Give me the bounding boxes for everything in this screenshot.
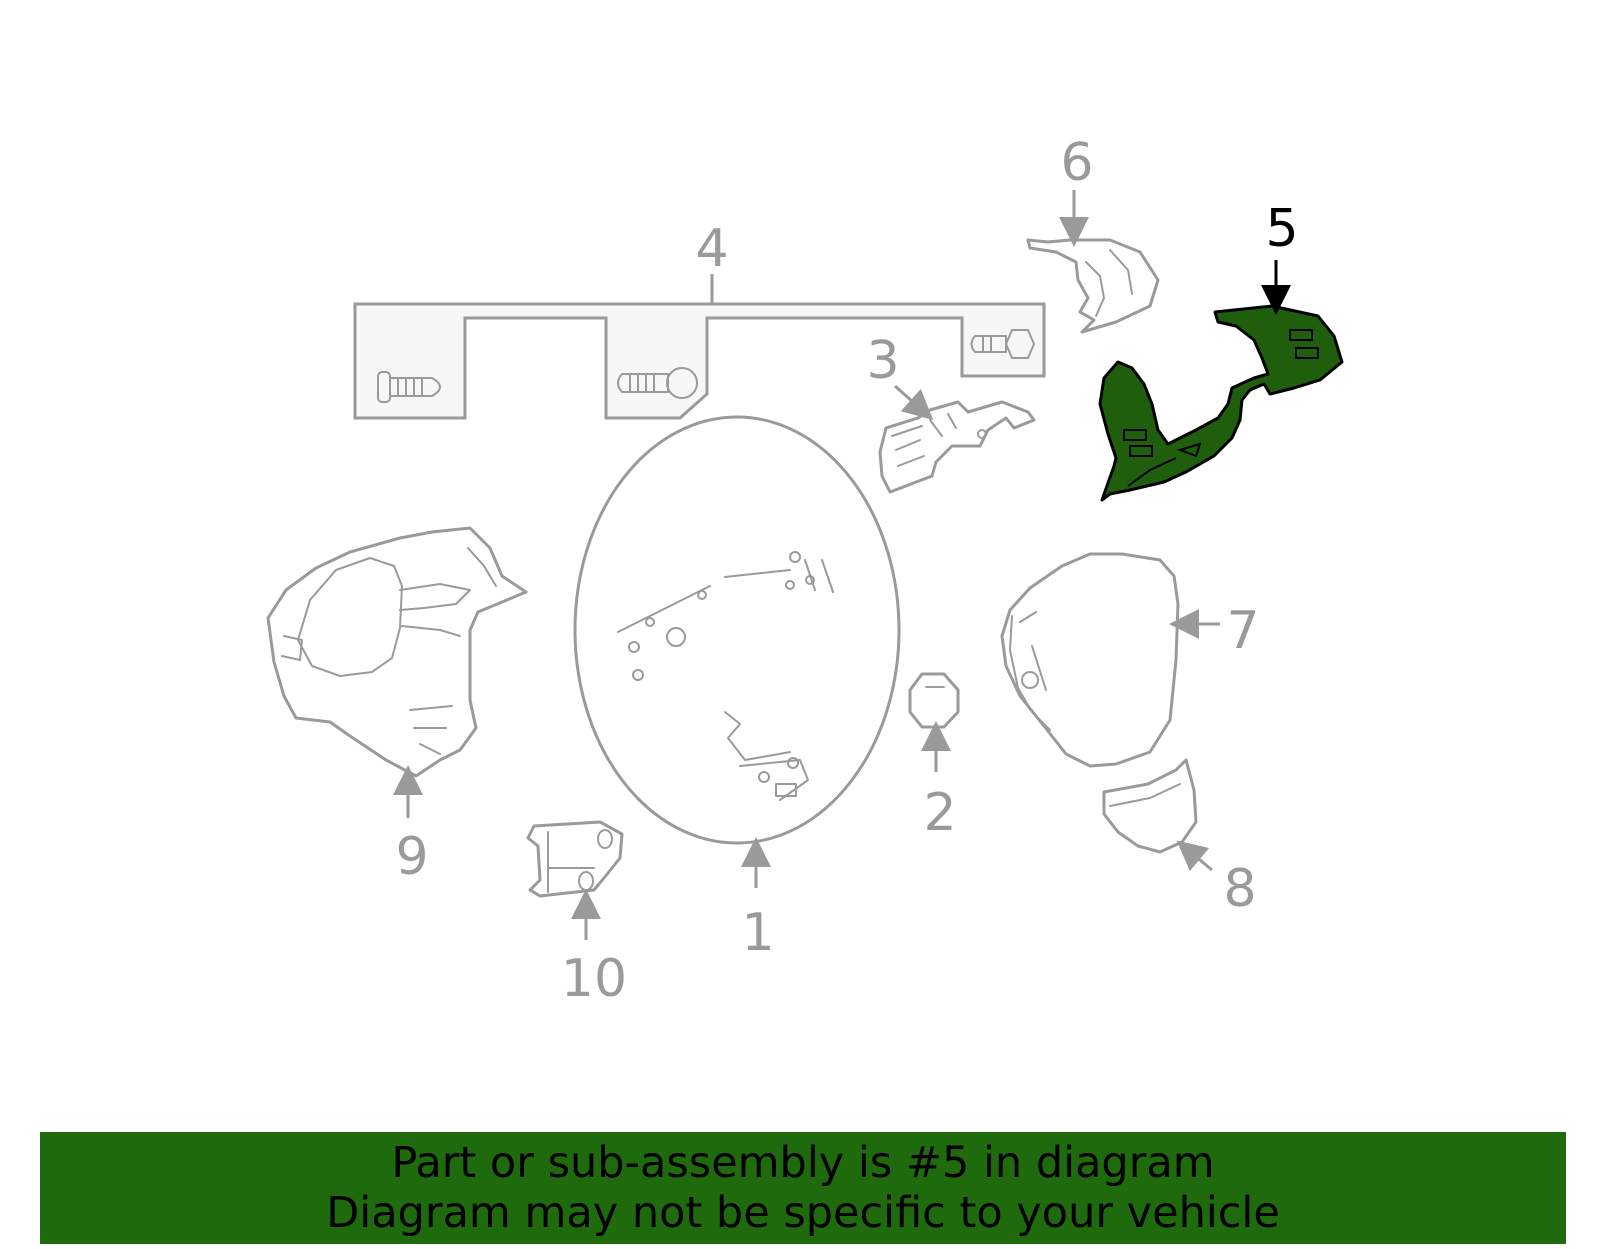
callout-3: 3	[866, 331, 899, 391]
bolt-icon	[617, 367, 698, 399]
callout-9: 9	[395, 827, 428, 887]
part-1-wheel	[573, 415, 901, 845]
banner-line-2: Diagram may not be specific to your vehi…	[326, 1188, 1280, 1238]
callout-7: 7	[1226, 601, 1259, 661]
part-9-rear-cover	[266, 526, 528, 778]
bolt-icon	[377, 371, 441, 403]
bolt-icon	[970, 329, 1035, 359]
callout-8: 8	[1223, 859, 1256, 919]
leader-8	[1176, 840, 1213, 872]
callout-4: 4	[695, 219, 728, 279]
part-4-bracket	[353, 302, 1046, 420]
callout-5: 5	[1265, 199, 1298, 259]
part-2-nut	[908, 672, 960, 729]
part-8-lower-cover	[1102, 758, 1198, 854]
leader-3	[894, 384, 934, 420]
banner-line-1: Part or sub-assembly is #5 in diagram	[391, 1138, 1215, 1188]
part-5-switch-assembly	[1098, 304, 1344, 502]
callout-10: 10	[561, 949, 627, 1009]
callout-6: 6	[1060, 133, 1093, 193]
part-7-airbag	[1000, 552, 1180, 768]
callout-1: 1	[741, 903, 774, 963]
callout-2: 2	[923, 783, 956, 843]
info-banner: Part or sub-assembly is #5 in diagram Di…	[40, 1132, 1566, 1244]
part-10-clip	[526, 820, 624, 898]
part-6-cover	[1026, 238, 1160, 334]
part-3-bracket	[878, 400, 1036, 494]
